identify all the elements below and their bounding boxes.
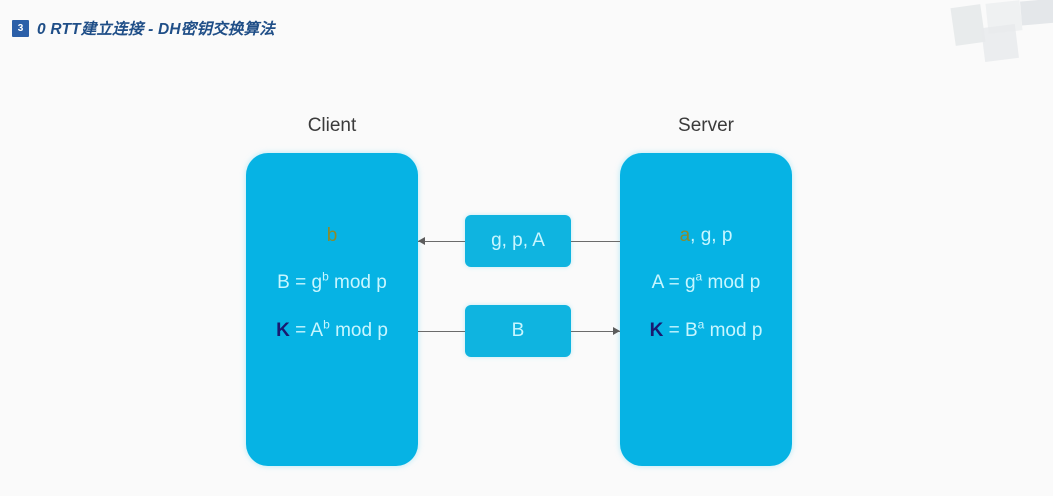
client-secret-line: b bbox=[246, 225, 418, 247]
server-key-exponent: a bbox=[697, 317, 705, 332]
server-shared-key-formula: K = Ba mod p bbox=[620, 317, 792, 342]
client-shared-key-letter: K bbox=[276, 320, 290, 341]
server-label: Server bbox=[678, 115, 734, 136]
slide-number-badge: 3 bbox=[12, 19, 29, 37]
server-shared-key-letter: K bbox=[649, 320, 664, 341]
server-public-formula: A = ga mod p bbox=[620, 269, 792, 294]
message-box-client-to-server: B bbox=[465, 305, 571, 357]
server-secret-exponent: a bbox=[679, 225, 691, 246]
server-params-line: a, g, p bbox=[620, 225, 792, 247]
client-public-exponent: b bbox=[322, 269, 329, 284]
server-key-base: = B bbox=[663, 320, 698, 341]
client-key-exponent: b bbox=[323, 317, 330, 332]
client-key-base: = A bbox=[289, 320, 324, 341]
message-box-server-to-client: g, p, A bbox=[465, 215, 571, 267]
client-key-tail: mod p bbox=[329, 320, 388, 341]
arrowhead-to-server-icon bbox=[613, 327, 620, 335]
client-box: b B = gb mod p K = Ab mod p bbox=[246, 153, 418, 466]
client-public-formula: B = gb mod p bbox=[246, 269, 418, 294]
connector-line-bottom-left bbox=[418, 331, 465, 332]
connector-line-top-left bbox=[418, 241, 465, 242]
client-public-tail: mod p bbox=[328, 272, 387, 293]
server-box: a, g, p A = ga mod p K = Ba mod p bbox=[620, 153, 792, 466]
client-public-base: B = g bbox=[277, 272, 323, 293]
server-public-exponent: a bbox=[695, 269, 703, 284]
server-key-tail: mod p bbox=[704, 320, 763, 341]
client-shared-key-formula: K = Ab mod p bbox=[246, 317, 418, 342]
server-params-tail: , g, p bbox=[690, 225, 733, 246]
client-label: Client bbox=[307, 115, 357, 136]
page-title: 0 RTT建立连接 - DH密钥交换算法 bbox=[37, 21, 275, 38]
slide-header: 3 0 RTT建立连接 - DH密钥交换算法 bbox=[12, 17, 275, 39]
server-public-base: A = g bbox=[651, 272, 696, 293]
server-public-tail: mod p bbox=[702, 272, 761, 293]
arrowhead-to-client-icon bbox=[418, 237, 425, 245]
connector-line-top-right bbox=[571, 241, 620, 242]
client-secret-exponent: b bbox=[326, 225, 338, 246]
connector-line-bottom-right bbox=[571, 331, 620, 332]
